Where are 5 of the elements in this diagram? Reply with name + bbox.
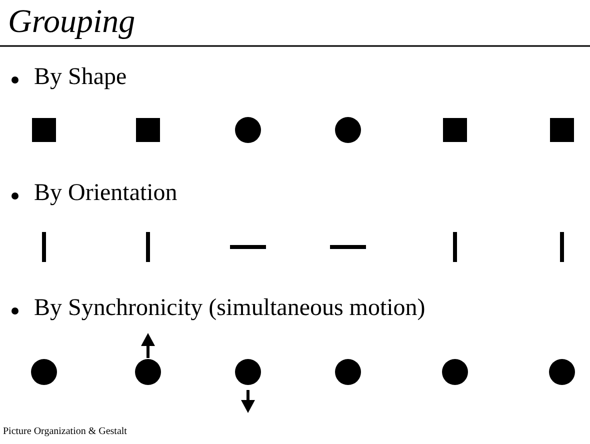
footer-text: Picture Organization & Gestalt — [3, 426, 127, 437]
slide-title: Grouping — [8, 4, 136, 41]
bullet-text: By Orientation — [34, 180, 178, 207]
bullet-text: By Shape — [34, 64, 127, 91]
bullet-text: By Synchronicity (simultaneous motion) — [34, 295, 426, 322]
